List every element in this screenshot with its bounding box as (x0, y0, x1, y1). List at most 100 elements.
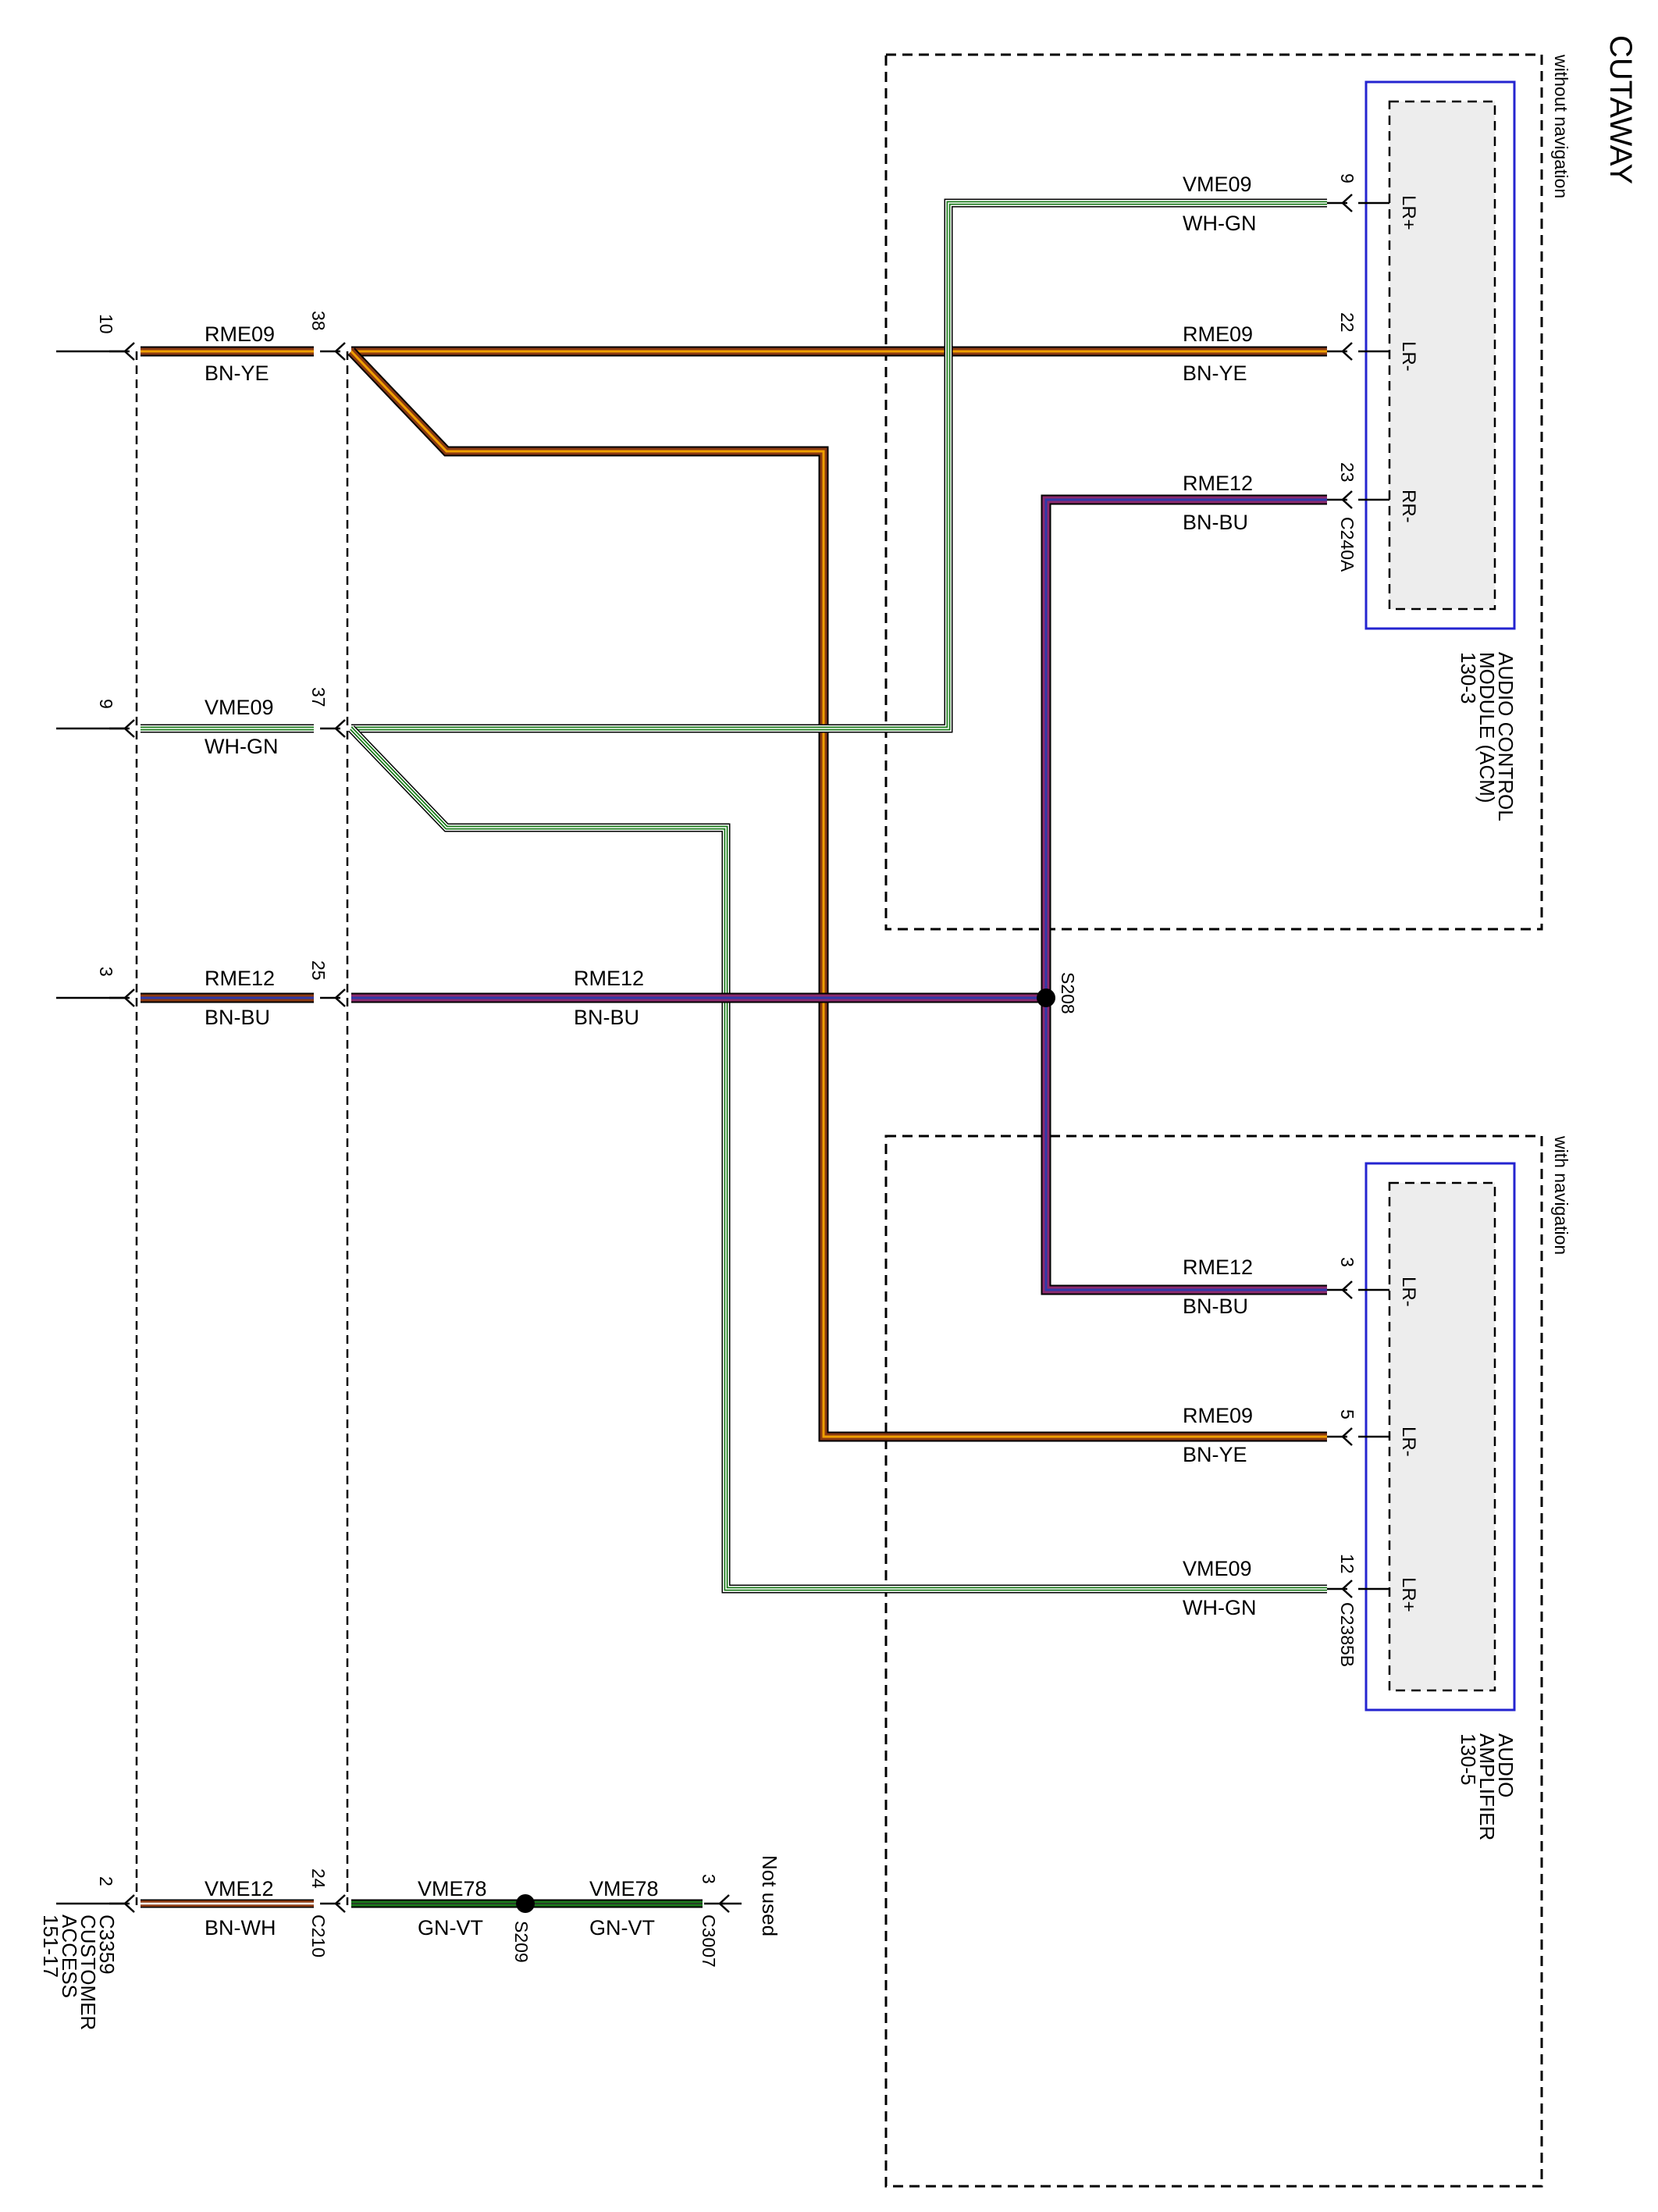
amp-connector-label: C2385B (1337, 1602, 1357, 1667)
wire-rme09-amp-base (348, 348, 1327, 1441)
amp-pin-num-12: 12 (1337, 1554, 1357, 1574)
amp-terminal-12 (1327, 1580, 1353, 1598)
amp-name-line1: AUDIO (1494, 1733, 1517, 1797)
wire-color-bnwh-left: BN-WH (205, 1916, 276, 1940)
c210-pin-24: 24 (308, 1868, 329, 1889)
amp-pin-num-3: 3 (1337, 1257, 1357, 1267)
amp-pin-name-lr-minus-b: LR- (1398, 1427, 1419, 1457)
wire-vme09-amp-outline (348, 725, 1327, 1594)
wire-vme09-amp-white (349, 726, 1327, 1592)
splice-s208-dot (1037, 988, 1055, 1007)
c210-pin-37: 37 (308, 687, 329, 707)
acm-connector-label: C240A (1337, 517, 1357, 572)
wire-vme09-amp-green (350, 727, 1327, 1591)
wire-label-vme09-left: VME09 (205, 696, 274, 719)
customer-access-line1: C3359 (95, 1915, 119, 1975)
audio-control-module (1364, 80, 1516, 630)
acm-name-line1: AUDIO CONTROL (1494, 652, 1517, 821)
c3359-pin-9: 9 (96, 699, 116, 709)
amp-terminal-5 (1327, 1427, 1353, 1446)
without-navigation-label: without navigation (1551, 54, 1571, 198)
c210-connector-label: C210 (308, 1915, 329, 1957)
wire-rme12-modules-base (1042, 496, 1327, 1294)
wire-label-rme12-mid: RME12 (574, 967, 644, 990)
wire-label-vme12-left: VME12 (205, 1877, 274, 1900)
wire-color-whgn-left: WH-GN (205, 735, 278, 758)
amp-pin-num-5: 5 (1337, 1409, 1357, 1419)
wire-rme12-modules-outline (1041, 494, 1327, 1295)
splice-s208-label: S208 (1058, 972, 1078, 1014)
wire-color-whgn-acm: WH-GN (1183, 212, 1256, 235)
acm-name-line3: 130-3 (1457, 652, 1480, 704)
wire-vme09-acm-green (351, 201, 1327, 731)
c3359-pin-10: 10 (96, 314, 116, 334)
acm-pin-name-lr-plus: LR+ (1398, 195, 1419, 230)
cutaway-title: CUTAWAY (1603, 35, 1638, 184)
acm-pin-num-22: 22 (1337, 312, 1357, 333)
customer-access-line2: CUSTOMER (76, 1915, 100, 2030)
wire-color-bnbu-acm: BN-BU (1183, 511, 1248, 534)
wire-color-gnvt-b: GN-VT (589, 1916, 655, 1940)
wire-vme09-acm-outline (351, 198, 1327, 733)
audio-amplifier (1364, 1162, 1516, 1712)
arrow-layer (56, 194, 1389, 1913)
wire-label-vme09-acm: VME09 (1183, 173, 1252, 196)
c210-pin-25: 25 (308, 960, 329, 981)
wire-vme09-acm-white (351, 200, 1327, 732)
wire-color-bnye-acm: BN-YE (1183, 362, 1247, 385)
wire-color-bnbu-left: BN-BU (205, 1006, 270, 1029)
wire-label-vme78-b: VME78 (589, 1877, 659, 1900)
with-navigation-label: with navigation (1551, 1135, 1571, 1255)
acm-pin-num-23: 23 (1337, 462, 1357, 483)
customer-access-line3: ACCESS (58, 1915, 81, 1998)
wire-color-gnvt-a: GN-VT (418, 1916, 483, 1940)
wire-layer (141, 198, 1327, 1908)
c3007-connector-label: C3007 (699, 1915, 719, 1968)
wire-label-rme12-left: RME12 (205, 967, 275, 990)
amp-pin-name-lr-plus: LR+ (1398, 1577, 1419, 1612)
amp-pin-name-lr-minus-a: LR- (1398, 1277, 1419, 1307)
wire-color-whgn-amp: WH-GN (1183, 1596, 1256, 1619)
without-navigation-region (884, 53, 1543, 931)
wire-rme12-modules-tracer (1044, 498, 1327, 1291)
c210-terminal-24 (320, 1894, 346, 1913)
wire-vme09-acm-center (351, 202, 1327, 729)
wire-label-vme09-amp: VME09 (1183, 1557, 1252, 1580)
amp-name-line3: 130-5 (1457, 1733, 1480, 1786)
splice-s209-dot (516, 1894, 535, 1913)
c3359-pin-3: 3 (96, 967, 116, 977)
wire-label-rme09-left: RME09 (205, 322, 275, 346)
wire-label-rme12-amp: RME12 (1183, 1256, 1253, 1279)
wire-color-bnbu-amp: BN-BU (1183, 1295, 1248, 1318)
c210-terminal-37 (320, 719, 346, 738)
c210-pin-38: 38 (308, 311, 329, 331)
wire-label-vme78-a: VME78 (418, 1877, 487, 1900)
amp-terminal-3 (1327, 1281, 1353, 1299)
splice-s209-label: S209 (511, 1921, 532, 1963)
with-navigation-region (884, 1134, 1543, 2188)
c3359-pin-2: 2 (96, 1876, 116, 1886)
wire-label-rme09-amp: RME09 (1183, 1404, 1253, 1427)
acm-terminal-9 (1327, 194, 1353, 212)
c210-terminal-25 (320, 988, 346, 1007)
not-used-label: Not used (758, 1855, 781, 1936)
amp-name-line2: AMPLIFIER (1475, 1733, 1499, 1840)
acm-name-line2: MODULE (ACM) (1475, 652, 1499, 803)
c210-terminal-38 (320, 342, 346, 361)
wire-label-rme12-acm: RME12 (1183, 472, 1253, 495)
wire-label-rme09-acm: RME09 (1183, 322, 1253, 346)
wire-rme09-amp-tracer (350, 350, 1327, 1438)
acm-terminal-22 (1327, 342, 1353, 361)
customer-access-line4: 151-17 (39, 1915, 62, 1978)
acm-pin-name-rr-minus: RR- (1398, 490, 1419, 523)
acm-pin-num-9: 9 (1337, 173, 1357, 183)
wire-rme09-amp-outline (347, 347, 1327, 1442)
wire-color-bnbu-mid: BN-BU (574, 1006, 639, 1029)
acm-pin-name-lr-minus: LR- (1398, 341, 1419, 372)
wire-color-bnye-amp: BN-YE (1183, 1443, 1247, 1466)
c3007-pin-3: 3 (699, 1874, 719, 1884)
wire-color-bnye-left: BN-YE (205, 362, 269, 385)
acm-terminal-23 (1327, 490, 1353, 509)
wire-vme09-amp-center (350, 728, 1327, 1590)
